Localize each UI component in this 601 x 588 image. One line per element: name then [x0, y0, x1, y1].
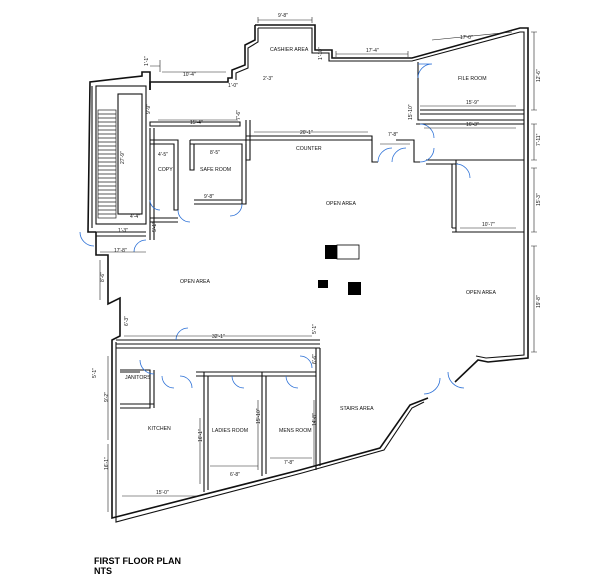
stair-block [95, 85, 147, 225]
room-label-janitors: JANITORS [125, 375, 151, 381]
dimension-label: 27'-9" [120, 151, 126, 164]
dimension-label: 7'-11" [536, 133, 542, 146]
title-block: FIRST FLOOR PLAN NTS [94, 556, 181, 576]
room-label-open-left: OPEN AREA [180, 279, 211, 285]
dimension-label: 15'-9" [466, 100, 479, 106]
dimension-label: 6'-8" [230, 472, 240, 478]
dimension-label: 16'-1" [198, 429, 204, 442]
room-label-safe: SAFE ROOM [200, 167, 231, 173]
room-label-kitchen: KITCHEN [148, 426, 171, 432]
dimension-label: 8'-5" [210, 150, 220, 156]
dimension-label: 15'-10" [408, 104, 414, 120]
dimension-label: 10'-7" [482, 222, 495, 228]
dimension-label: 7'-8" [284, 460, 294, 466]
dimension-label: 5'-1" [92, 368, 98, 378]
dimension-label: 4'-5" [158, 152, 168, 158]
dimension-label: 2'-3" [263, 76, 273, 82]
dimension-label: 7'-6" [236, 110, 242, 120]
dimension-label: 10'-4" [183, 72, 196, 78]
column-block [325, 245, 337, 259]
dimension-label: 16'-3" [466, 122, 479, 128]
dimension-label: 17'-0" [460, 35, 473, 41]
exterior-walls [87, 24, 529, 523]
plan-title: FIRST FLOOR PLAN [94, 556, 181, 566]
room-label-cashier: CASHIER AREA [270, 47, 309, 53]
columns [318, 244, 361, 295]
dimension-label: 9'-2" [104, 392, 110, 402]
plan-scale-note: NTS [94, 566, 112, 576]
column-block [348, 282, 361, 295]
dimension-label: 1'-1" [144, 56, 150, 66]
dimension-label: 5'-1" [312, 324, 318, 334]
dimension-label: 19'-8" [536, 295, 542, 308]
dimension-label: 12'-6" [536, 69, 542, 82]
dimension-label: 1'-3" [118, 228, 128, 234]
room-labels: CASHIER AREA FILE ROOM COUNTER COPY SAFE… [125, 47, 497, 434]
dimension-label: 15'-4" [190, 120, 203, 126]
room-label-open-center: OPEN AREA [326, 201, 357, 207]
dimension-label: 5'-1" [152, 222, 158, 232]
column-block-outline [336, 244, 360, 260]
dimension-label: 1'-0" [228, 83, 238, 89]
dimension-label: 6'-3" [124, 316, 130, 326]
dimension-label: 8'-6" [100, 272, 106, 282]
dimension-labels: 9'-8" 17'-4" 17'-0" 12'-6" 1'-10" 1'-1" … [92, 13, 542, 496]
dimension-label: 4'-4" [130, 214, 140, 220]
room-label-copy: COPY [158, 167, 173, 173]
room-label-counter: COUNTER [296, 146, 322, 152]
dimension-label: 14'-8" [312, 413, 318, 426]
dimension-label: 15'-3" [536, 193, 542, 206]
dimension-label: 15'-0" [156, 490, 169, 496]
dimension-label: 7'-8" [388, 132, 398, 138]
dimension-label: 9'-8" [204, 194, 214, 200]
room-label-file: FILE ROOM [458, 76, 487, 82]
room-label-open-right: OPEN AREA [466, 290, 497, 296]
column-block [318, 280, 328, 288]
room-label-ladies: LADIES ROOM [212, 428, 248, 434]
dimension-label: 17'-4" [366, 48, 379, 54]
door-swings [79, 63, 471, 395]
dimension-label: 32'-1" [212, 334, 225, 340]
dimension-label: 17'-8" [114, 248, 127, 254]
room-label-mens: MENS ROOM [279, 428, 312, 434]
dimension-lines [99, 17, 537, 512]
dimension-label: 20'-1" [300, 130, 313, 136]
dimension-label: 16'-1" [104, 457, 110, 470]
dimension-label: 9'-9" [146, 104, 152, 114]
dimension-label: 1'-10" [318, 47, 324, 60]
dimension-label: 15'-10" [256, 408, 262, 424]
room-label-stairs: STAIRS AREA [340, 406, 374, 412]
dimension-label: 6'-6" [312, 354, 318, 364]
dimension-label: 9'-8" [278, 13, 288, 19]
